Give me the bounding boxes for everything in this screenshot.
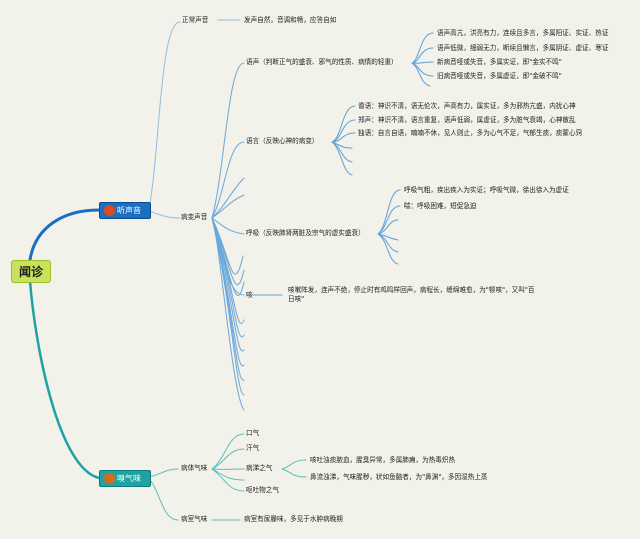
normal-voice-label[interactable]: 正常声音 bbox=[182, 16, 209, 24]
breath-item: 喘：呼吸困难，短促急迫 bbox=[404, 202, 477, 210]
circle-icon bbox=[104, 473, 115, 484]
breath-label[interactable]: 呼吸（反映肺肾两脏及宗气的虚实盛衰） bbox=[246, 229, 365, 237]
connector-listen-abnormal bbox=[148, 210, 181, 219]
room-odor-label[interactable]: 病室气味 bbox=[181, 515, 208, 523]
speech-item: 郑声：神识不清，语言重复，语声低弱，属虚证，多为脏气衰竭，心神散乱 bbox=[358, 116, 576, 124]
connector-smell-body bbox=[148, 468, 179, 478]
voice-item: 旧病音哑或失音，多属虚证，即"金破不鸣" bbox=[437, 72, 562, 80]
nasal-item: 鼻流浊涕，气味腥秽，状如鱼脑者，为"鼻渊"，多因湿热上蒸 bbox=[310, 473, 488, 481]
body-odor-item[interactable]: 汗气 bbox=[246, 444, 260, 452]
breath-item: 呼吸气粗，疾出疾入为实证；呼吸气微，徐出徐入为虚证 bbox=[404, 186, 569, 194]
cough-desc: 咳嗽阵发，连声不绝，停止时有鸡鸣样回声，病程长，缠绵难愈，为"顿咳"，又叫"百日… bbox=[288, 286, 535, 303]
branch-smell-node[interactable]: 嗅气味 bbox=[99, 470, 151, 487]
body-odor-item[interactable]: 呕吐物之气 bbox=[246, 486, 279, 494]
voice-label[interactable]: 语声（判断正气的盛衰、邪气的性质、病情的轻重） bbox=[246, 58, 398, 66]
branch-smell-label: 嗅气味 bbox=[117, 474, 141, 483]
voice-item: 语声高亢，洪亮有力，连续且多言，多属阳证、实证、热证 bbox=[437, 29, 609, 37]
body-odor-item[interactable]: 病涕之气 bbox=[246, 464, 273, 472]
speech-label[interactable]: 语言（反映心神的病变） bbox=[246, 137, 319, 145]
connector-root-smell bbox=[28, 279, 101, 480]
speech-item: 谵语：神识不清，语无伦次，声高有力，属实证，多为邪热亢盛，内扰心神 bbox=[358, 102, 576, 110]
voice-item: 新病音哑或失音，多属实证，即"金实不鸣" bbox=[437, 58, 562, 66]
normal-voice-desc: 发声自然，音调和畅，应答自如 bbox=[244, 16, 337, 24]
body-odor-label[interactable]: 病体气味 bbox=[181, 464, 208, 472]
root-label: 闻诊 bbox=[18, 265, 43, 279]
connector-listen-normal bbox=[148, 21, 181, 210]
circle-icon bbox=[104, 205, 115, 216]
nasal-item: 咳吐浊痰脓血，腥臭异常，多属肺痈，为热毒炽热 bbox=[310, 456, 456, 464]
speech-item: 独语：自言自语，喃喃不休，见人则止，多为心气不足，气郁生痰，痰蒙心窍 bbox=[358, 129, 583, 137]
connector-root-listen bbox=[28, 208, 101, 262]
root-node[interactable]: 闻诊 bbox=[11, 260, 51, 283]
room-odor-desc: 病室有尿臊味，多见于水肿病晚期 bbox=[244, 515, 343, 523]
cough-label[interactable]: 咳 bbox=[246, 291, 253, 299]
body-odor-item[interactable]: 口气 bbox=[246, 429, 260, 437]
voice-item: 语声低微，细弱无力，断续且懒言，多属阴证、虚证、寒证 bbox=[437, 44, 609, 52]
abnormal-voice-label[interactable]: 病变声音 bbox=[181, 213, 208, 221]
connector-smell-room bbox=[148, 478, 179, 521]
branch-listen-label: 听声音 bbox=[117, 206, 141, 215]
branch-listen-node[interactable]: 听声音 bbox=[99, 202, 151, 219]
